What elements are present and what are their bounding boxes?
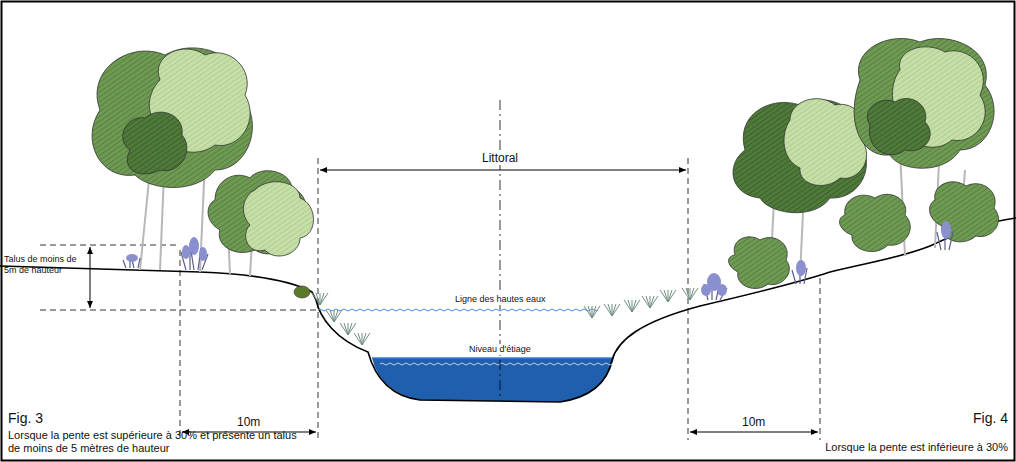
water-level-label: Ligne des hautes eaux bbox=[452, 294, 549, 305]
dimension-label: Littoral bbox=[479, 151, 521, 165]
figure-caption: Lorsque la pente est inférieure à 30% bbox=[825, 441, 1008, 454]
dimension-label: Talus de moins de 5m de hauteur bbox=[4, 254, 82, 276]
dimension-label: 10m bbox=[742, 415, 765, 429]
figure-number: Fig. 3 bbox=[8, 410, 43, 427]
figure-caption: Lorsque la pente est supérieure à 30% et… bbox=[8, 429, 308, 455]
dimension-label: 10m bbox=[237, 415, 260, 429]
figure-number: Fig. 4 bbox=[973, 410, 1008, 427]
water-level-label: Niveau d'étiage bbox=[466, 344, 534, 355]
